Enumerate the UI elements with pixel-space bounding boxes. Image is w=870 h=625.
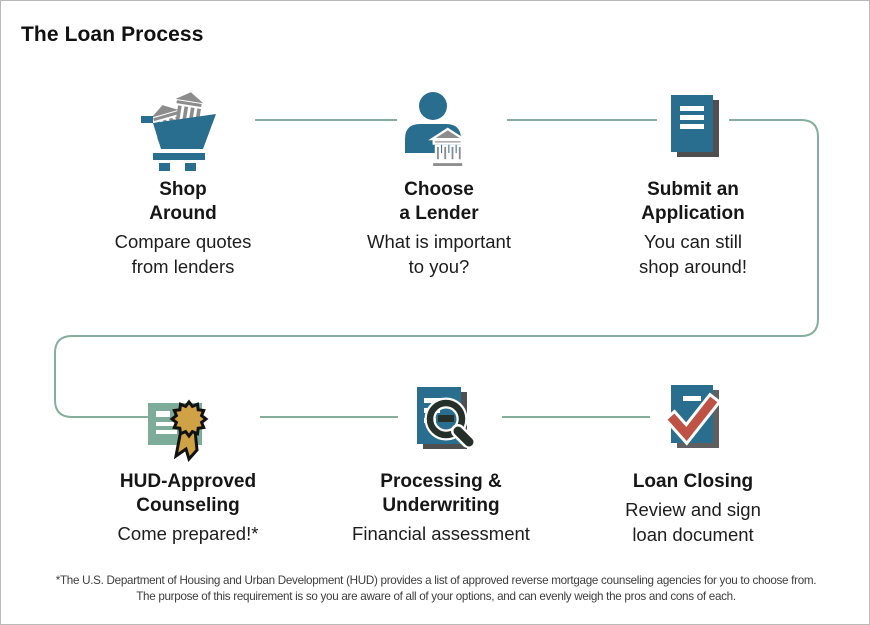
footnote: *The U.S. Department of Housing and Urba… — [29, 572, 844, 604]
page-title: The Loan Process — [21, 23, 204, 46]
step-title: Choose a Lender — [399, 179, 479, 224]
step-subtitle: Compare quotes from lenders — [114, 230, 252, 278]
step-subtitle: What is important to you? — [367, 230, 511, 278]
step-title: Processing & Underwriting — [380, 471, 502, 516]
step-subtitle: Financial assessment — [352, 522, 530, 544]
step-subtitle: You can still shop around! — [638, 230, 747, 278]
step-title: HUD-Approved Counseling — [119, 471, 257, 516]
step-hud-counseling: HUD-Approved Counseling Come prepared!* — [58, 379, 318, 546]
cart-with-bank-icon — [53, 87, 313, 171]
step-processing-underwriting: Processing & Underwriting Financial asse… — [311, 379, 571, 546]
footnote-line-2: The purpose of this requirement is so yo… — [136, 589, 736, 604]
step-title: Loan Closing — [632, 471, 754, 492]
certificate-ribbon-icon — [58, 379, 318, 463]
step-loan-closing: Loan Closing Review and sign loan docume… — [563, 379, 823, 548]
step-subtitle: Come prepared!* — [117, 522, 259, 544]
step-submit-application: Submit an Application You can still shop… — [563, 87, 823, 280]
document-magnifier-icon — [311, 379, 571, 463]
step-subtitle: Review and sign loan document — [625, 498, 761, 546]
step-choose-lender: Choose a Lender What is important to you… — [309, 87, 569, 280]
application-document-icon — [563, 87, 823, 171]
document-checkmark-icon — [563, 379, 823, 463]
step-title: Shop Around — [149, 179, 217, 224]
step-shop-around: Shop Around Compare quotes from lenders — [53, 87, 313, 280]
person-with-bank-icon — [309, 87, 569, 171]
footnote-line-1: *The U.S. Department of Housing and Urba… — [55, 573, 817, 587]
step-title: Submit an Application — [641, 179, 745, 224]
